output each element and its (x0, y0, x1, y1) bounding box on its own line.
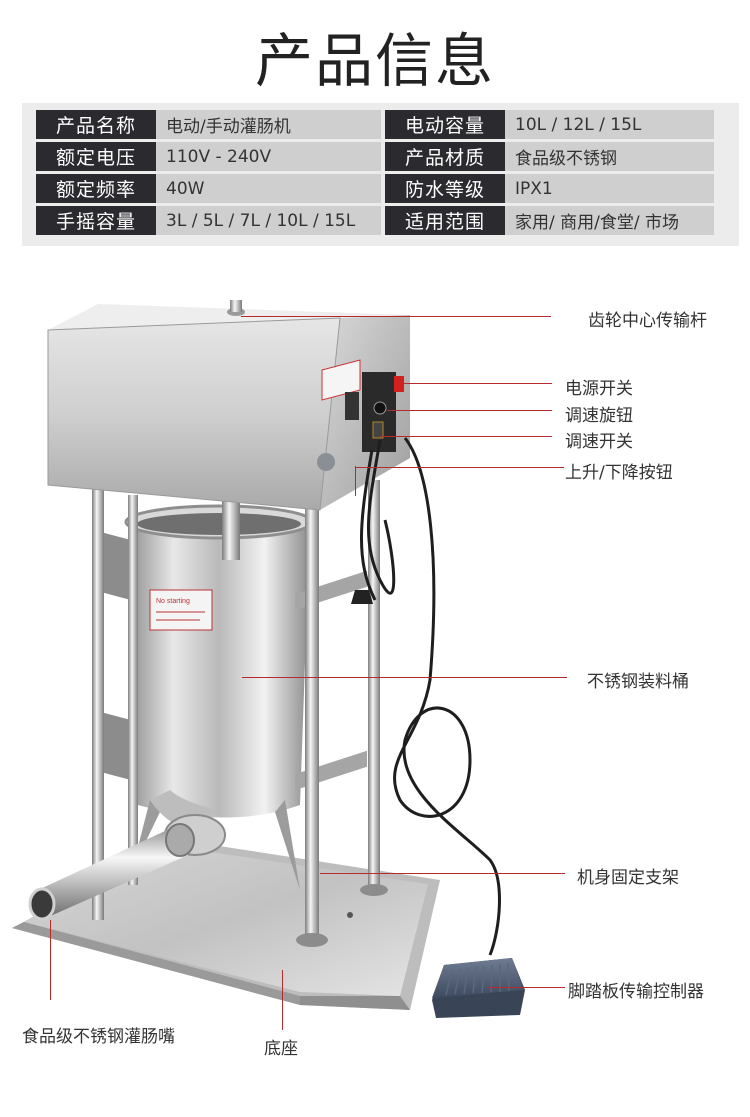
spec-value-electric-capacity: 10L / 12L / 15L (505, 110, 714, 139)
leader-line-up-down-button (356, 467, 564, 468)
callout-speed-knob: 调速旋钮 (565, 406, 633, 426)
leader-line-up-down-button-vertical (355, 466, 356, 496)
spec-key-rated-voltage: 额定电压 (36, 142, 156, 171)
callout-up-down-button: 上升/下降按钮 (565, 463, 673, 483)
callout-nozzle: 食品级不锈钢灌肠嘴 (22, 1027, 175, 1047)
spec-key-manual-capacity: 手摇容量 (36, 206, 156, 235)
callout-base: 底座 (264, 1039, 298, 1059)
leader-line-power-switch (402, 383, 552, 384)
leader-line-hopper (242, 677, 567, 678)
spec-value-usage: 家用/ 商用/食堂/ 市场 (505, 206, 714, 235)
spec-row: 额定频率 40W 防水等级 IPX1 (36, 174, 725, 203)
callout-power-switch: 电源开关 (565, 379, 633, 399)
frame-rod (92, 480, 104, 920)
spec-key-rated-power: 额定频率 (36, 174, 156, 203)
hopper: No starting (124, 504, 314, 890)
spec-row: 手摇容量 3L / 5L / 7L / 10L / 15L 适用范围 家用/ 商… (36, 206, 725, 235)
leader-line-base (282, 970, 283, 1030)
speed-knob[interactable] (373, 401, 387, 415)
motor-housing (47, 300, 410, 511)
spec-row: 额定电压 110V - 240V 产品材质 食品级不锈钢 (36, 142, 725, 171)
leader-line-nozzle (50, 920, 51, 1000)
frame-rod (305, 505, 319, 940)
spec-value-rated-voltage: 110V - 240V (156, 142, 381, 171)
product-diagram: No starting (0, 260, 750, 1117)
spec-key-material: 产品材质 (385, 142, 505, 171)
power-switch[interactable] (394, 376, 404, 392)
leader-line-speed-switch (380, 436, 552, 437)
callout-gear-rod: 齿轮中心传输杆 (588, 311, 707, 331)
page-title: 产品信息 (254, 27, 495, 95)
callout-hopper: 不锈钢装料桶 (587, 672, 689, 692)
frame-rod (128, 495, 138, 885)
frame-rod (368, 480, 380, 890)
power-cable (360, 437, 501, 956)
spec-value-manual-capacity: 3L / 5L / 7L / 10L / 15L (156, 206, 381, 235)
spec-value-material: 食品级不锈钢 (505, 142, 714, 171)
sausage-stuffer-illustration: No starting (12, 300, 525, 1018)
foot-pedal[interactable] (432, 958, 525, 1018)
leader-line-foot-pedal (487, 987, 565, 988)
leader-line-gear-rod (241, 316, 551, 317)
spec-key-usage: 适用范围 (385, 206, 505, 235)
spec-table: 产品名称 电动/手动灌肠机 电动容量 10L / 12L / 15L 额定电压 … (36, 110, 725, 238)
spec-value-product-name: 电动/手动灌肠机 (156, 110, 381, 139)
callout-frame: 机身固定支架 (577, 868, 679, 888)
warning-label: No starting (156, 598, 190, 605)
callout-speed-switch: 调速开关 (565, 432, 633, 452)
spec-value-rated-power: 40W (156, 174, 381, 203)
spec-value-waterproof: IPX1 (505, 174, 714, 203)
spec-row: 产品名称 电动/手动灌肠机 电动容量 10L / 12L / 15L (36, 110, 725, 139)
nozzle (28, 790, 226, 921)
piston-rod (222, 490, 240, 560)
callout-foot-pedal: 脚踏板传输控制器 (568, 982, 704, 1002)
up-down-button[interactable] (345, 392, 359, 420)
leader-line-frame (320, 873, 565, 874)
spec-table-panel: 产品名称 电动/手动灌肠机 电动容量 10L / 12L / 15L 额定电压 … (22, 103, 739, 246)
spec-key-waterproof: 防水等级 (385, 174, 505, 203)
spec-key-product-name: 产品名称 (36, 110, 156, 139)
spec-key-electric-capacity: 电动容量 (385, 110, 505, 139)
leader-line-speed-knob (387, 410, 552, 411)
speed-switch[interactable] (372, 421, 384, 439)
